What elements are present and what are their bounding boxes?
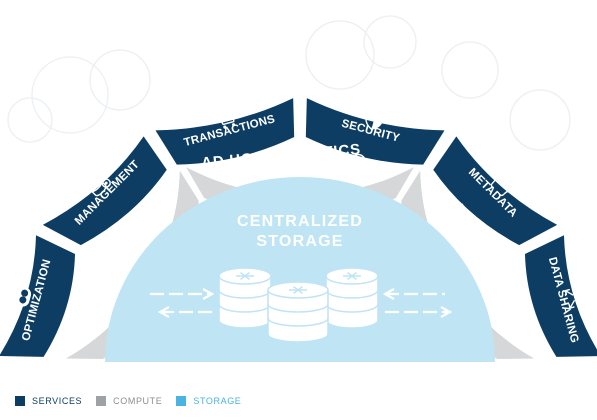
legend-swatch-storage	[176, 396, 187, 406]
segment-bg	[155, 98, 295, 165]
transfer-arrows	[150, 288, 453, 318]
segment-bg	[0, 235, 76, 357]
expand-arrows-icon	[564, 285, 589, 309]
legend-item-compute: COMPUTE	[96, 396, 162, 406]
legend-item-storage: STORAGE	[176, 396, 241, 406]
service-segment-data-sharing: DATA SHARING	[524, 235, 597, 357]
legend-label-storage: STORAGE	[193, 396, 242, 406]
legend-label-compute: COMPUTE	[113, 396, 163, 406]
legend-item-services: SERVICES	[15, 396, 82, 406]
storage-title-line2: STORAGE	[256, 233, 343, 250]
toggle-icon	[16, 287, 32, 307]
legend-label-services: SERVICES	[32, 396, 83, 406]
shield-icon	[365, 110, 385, 130]
segment-bg	[524, 235, 597, 357]
loading-dots-icon	[102, 248, 124, 270]
background-clouds	[7, 15, 571, 151]
storage-dome	[105, 177, 495, 362]
braces-icon	[490, 172, 514, 197]
segment-bg	[433, 136, 558, 246]
service-segment-metadata: METADATA	[433, 136, 558, 246]
segment-bg	[305, 98, 445, 165]
service-segment-transactions: TRANSACTIONS	[155, 98, 295, 165]
magnifier-chart-icon	[350, 153, 368, 178]
legend-swatch-services	[15, 396, 25, 406]
legend-swatch-compute	[96, 396, 107, 406]
legend: SERVICES COMPUTE STORAGE	[15, 394, 241, 408]
service-segment-management: MANAGEMENT	[42, 136, 167, 246]
cart-icon	[213, 112, 236, 129]
storage-title-line1: CENTRALIZED	[237, 213, 363, 230]
database-gear-icon	[85, 175, 111, 197]
gears-icon	[477, 247, 494, 273]
storage-core: CENTRALIZED STORAGE	[105, 177, 495, 362]
database-cylinders-icon	[218, 267, 379, 343]
service-segment-optimization: OPTIMIZATION	[0, 235, 76, 357]
